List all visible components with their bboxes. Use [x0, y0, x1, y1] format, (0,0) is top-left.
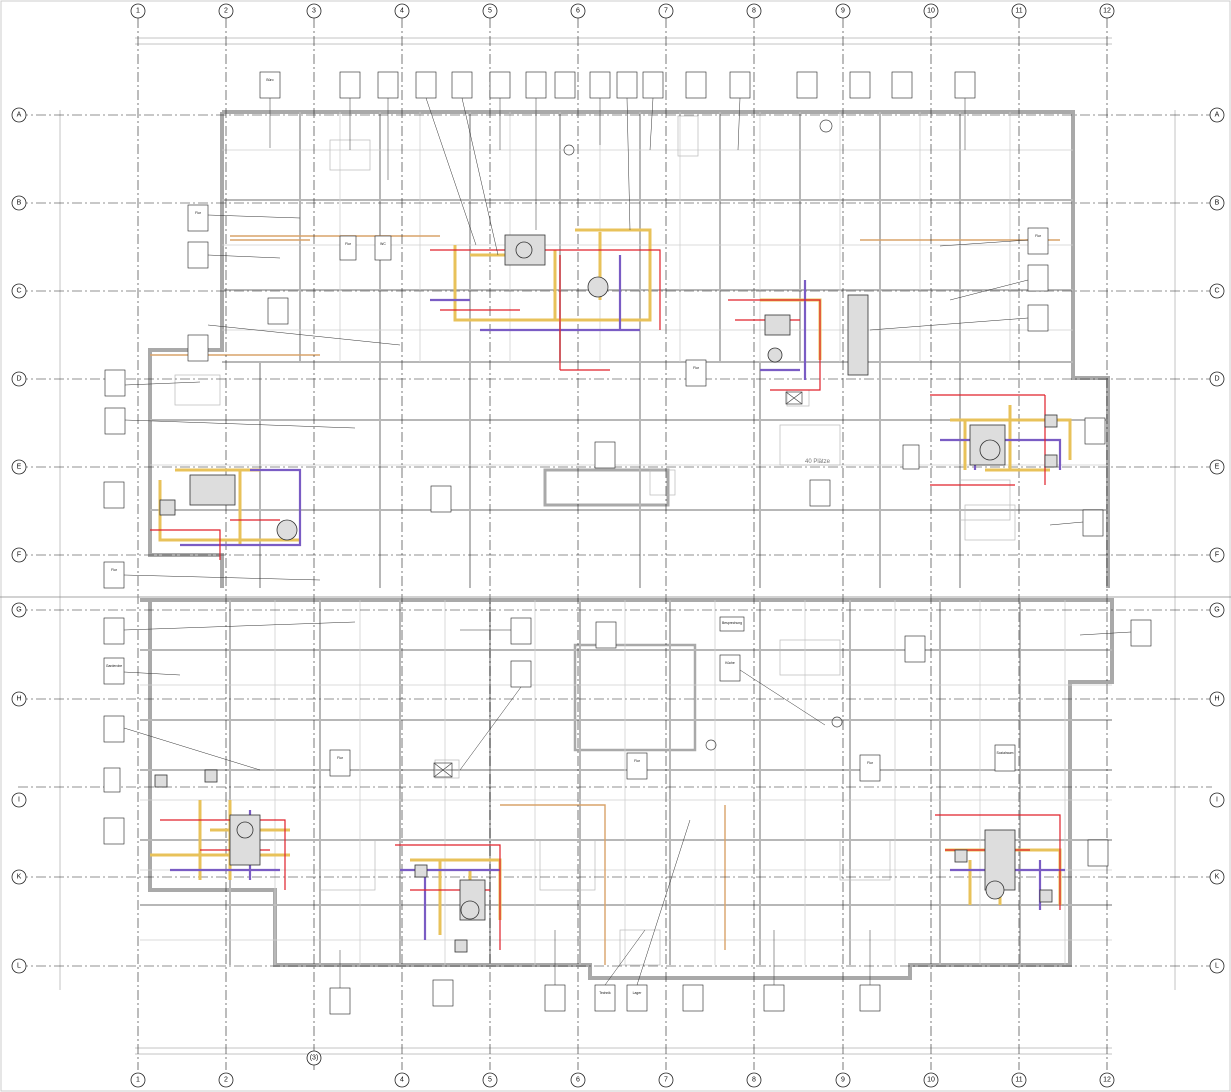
grid-col-label: 11	[1015, 8, 1022, 15]
grid-row-label: C	[16, 288, 21, 295]
grid-row-label: F	[17, 552, 21, 559]
grid-col-label: 7	[664, 1077, 668, 1084]
return-ducts	[170, 255, 1065, 940]
grid-row-label: B	[17, 200, 22, 207]
grid-col-label: 10	[927, 1077, 935, 1084]
grid-col-label: 1	[136, 1077, 140, 1084]
floor-area-label: 40 Plätze	[805, 459, 831, 465]
room-tag-label: Lager	[633, 991, 643, 995]
dimension-lines	[59, 37, 1176, 1055]
column-bubbles-bottom	[130, 1050, 1115, 1088]
grid-row-label: H	[16, 696, 21, 703]
grid-col-label: 6	[576, 1077, 580, 1084]
grid-col-label: 2	[224, 8, 228, 15]
grid-col-label: 8	[752, 1077, 756, 1084]
room-tag-label: Flur	[634, 759, 641, 763]
room-tag-label: Flur	[693, 366, 700, 370]
grid-row-label: I	[1216, 797, 1218, 804]
grid-col-label: 5	[488, 8, 492, 15]
room-tag-label: Büro	[266, 78, 273, 82]
grid-row-label: K	[17, 874, 22, 881]
grid-row-label: L	[17, 963, 21, 970]
room-tag-label: Technik	[599, 991, 611, 995]
grid-col-label: 11	[1015, 1077, 1022, 1084]
room-tag-label: Flur	[867, 761, 874, 765]
grid-col-label: 9	[841, 1077, 845, 1084]
grid-col-label: 12	[1103, 8, 1111, 15]
grid-row-label: A	[17, 112, 22, 119]
grid-row-label: F	[1215, 552, 1219, 559]
grid-row-label: A	[1215, 112, 1220, 119]
grid-row-label: D	[1214, 376, 1219, 383]
grid-col-label: 10	[927, 8, 935, 15]
grid-col-label: 3	[312, 8, 316, 15]
tag-leaders	[123, 97, 1132, 988]
furniture	[174, 115, 1016, 966]
room-tag-label: Flur	[1035, 234, 1042, 238]
room-tag-label: Garderobe	[106, 664, 122, 668]
room-tag-label: Küche	[725, 661, 735, 665]
column-bubbles-top	[130, 3, 1115, 19]
hvac-equipment	[154, 234, 1058, 953]
room-tag-label: Sozialraum	[997, 751, 1014, 755]
room-tag-boxes	[103, 71, 1152, 1015]
grid-col-label: 8	[752, 8, 756, 15]
room-tag-label: Flur	[345, 242, 352, 246]
room-tag-label: Besprechung	[722, 621, 742, 625]
diffusers	[433, 119, 843, 778]
grid-row-label: C	[1214, 288, 1219, 295]
grid-col-label: 9	[841, 8, 845, 15]
grid-row-label: D	[16, 376, 21, 383]
grid-row-label: I	[18, 797, 20, 804]
grid-col-label: 2	[224, 1077, 228, 1084]
room-tag-label: Flur	[111, 568, 118, 572]
grid-row-label: G	[1214, 607, 1219, 614]
row-bubbles	[11, 107, 1225, 974]
grid-col-label: 4	[400, 1077, 404, 1084]
grid-row-label: E	[1215, 464, 1220, 471]
grid-row-label: G	[16, 607, 21, 614]
grid-col-label: 4	[400, 8, 404, 15]
grid-marker-label: (3)	[310, 1055, 319, 1062]
grid-row-label: L	[1215, 963, 1219, 970]
grid-col-label: 1	[136, 8, 140, 15]
room-tag-label: WC	[380, 242, 386, 246]
grid-row-label: H	[1214, 696, 1219, 703]
grid-col-label: 6	[576, 8, 580, 15]
room-tag-label: Flur	[195, 211, 202, 215]
room-tag-label: Flur	[337, 756, 344, 760]
grid-row-label: B	[1215, 200, 1220, 207]
grid-row-label: E	[17, 464, 22, 471]
grid-col-label: 5	[488, 1077, 492, 1084]
grid-col-label: 7	[664, 8, 668, 15]
grid-row-label: K	[1215, 874, 1220, 881]
grid-col-label: 12	[1103, 1077, 1111, 1084]
